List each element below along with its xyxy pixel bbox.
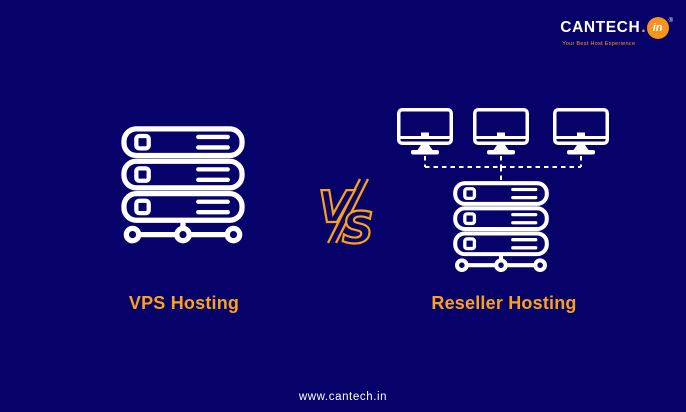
monitor-icon [473, 108, 529, 157]
website-url: www.cantech.in [298, 391, 388, 403]
reseller-diagram [397, 108, 609, 274]
monitor-icon [553, 108, 609, 157]
registered-mark: ® [668, 18, 673, 24]
reseller-server-icon [455, 183, 547, 270]
brand-dot: . [641, 19, 646, 37]
brand-logo: CANTECH . in ® Your Best Host Experience [560, 17, 673, 47]
brand-name: CANTECH [560, 19, 641, 37]
monitor-icon [397, 108, 453, 157]
vs-icon: V S [318, 178, 375, 246]
brand-tld-badge: in [646, 17, 669, 39]
vs-letter-v: V [318, 182, 355, 233]
vps-hosting-label: VPS Hosting [128, 293, 240, 313]
vs-letter-s: S [342, 203, 374, 246]
reseller-hosting-label: Reseller Hosting [431, 293, 577, 313]
brand-tagline: Your Best Host Experience [562, 41, 636, 47]
network-dashed-lines [424, 156, 582, 182]
vps-server-icon [121, 126, 245, 246]
